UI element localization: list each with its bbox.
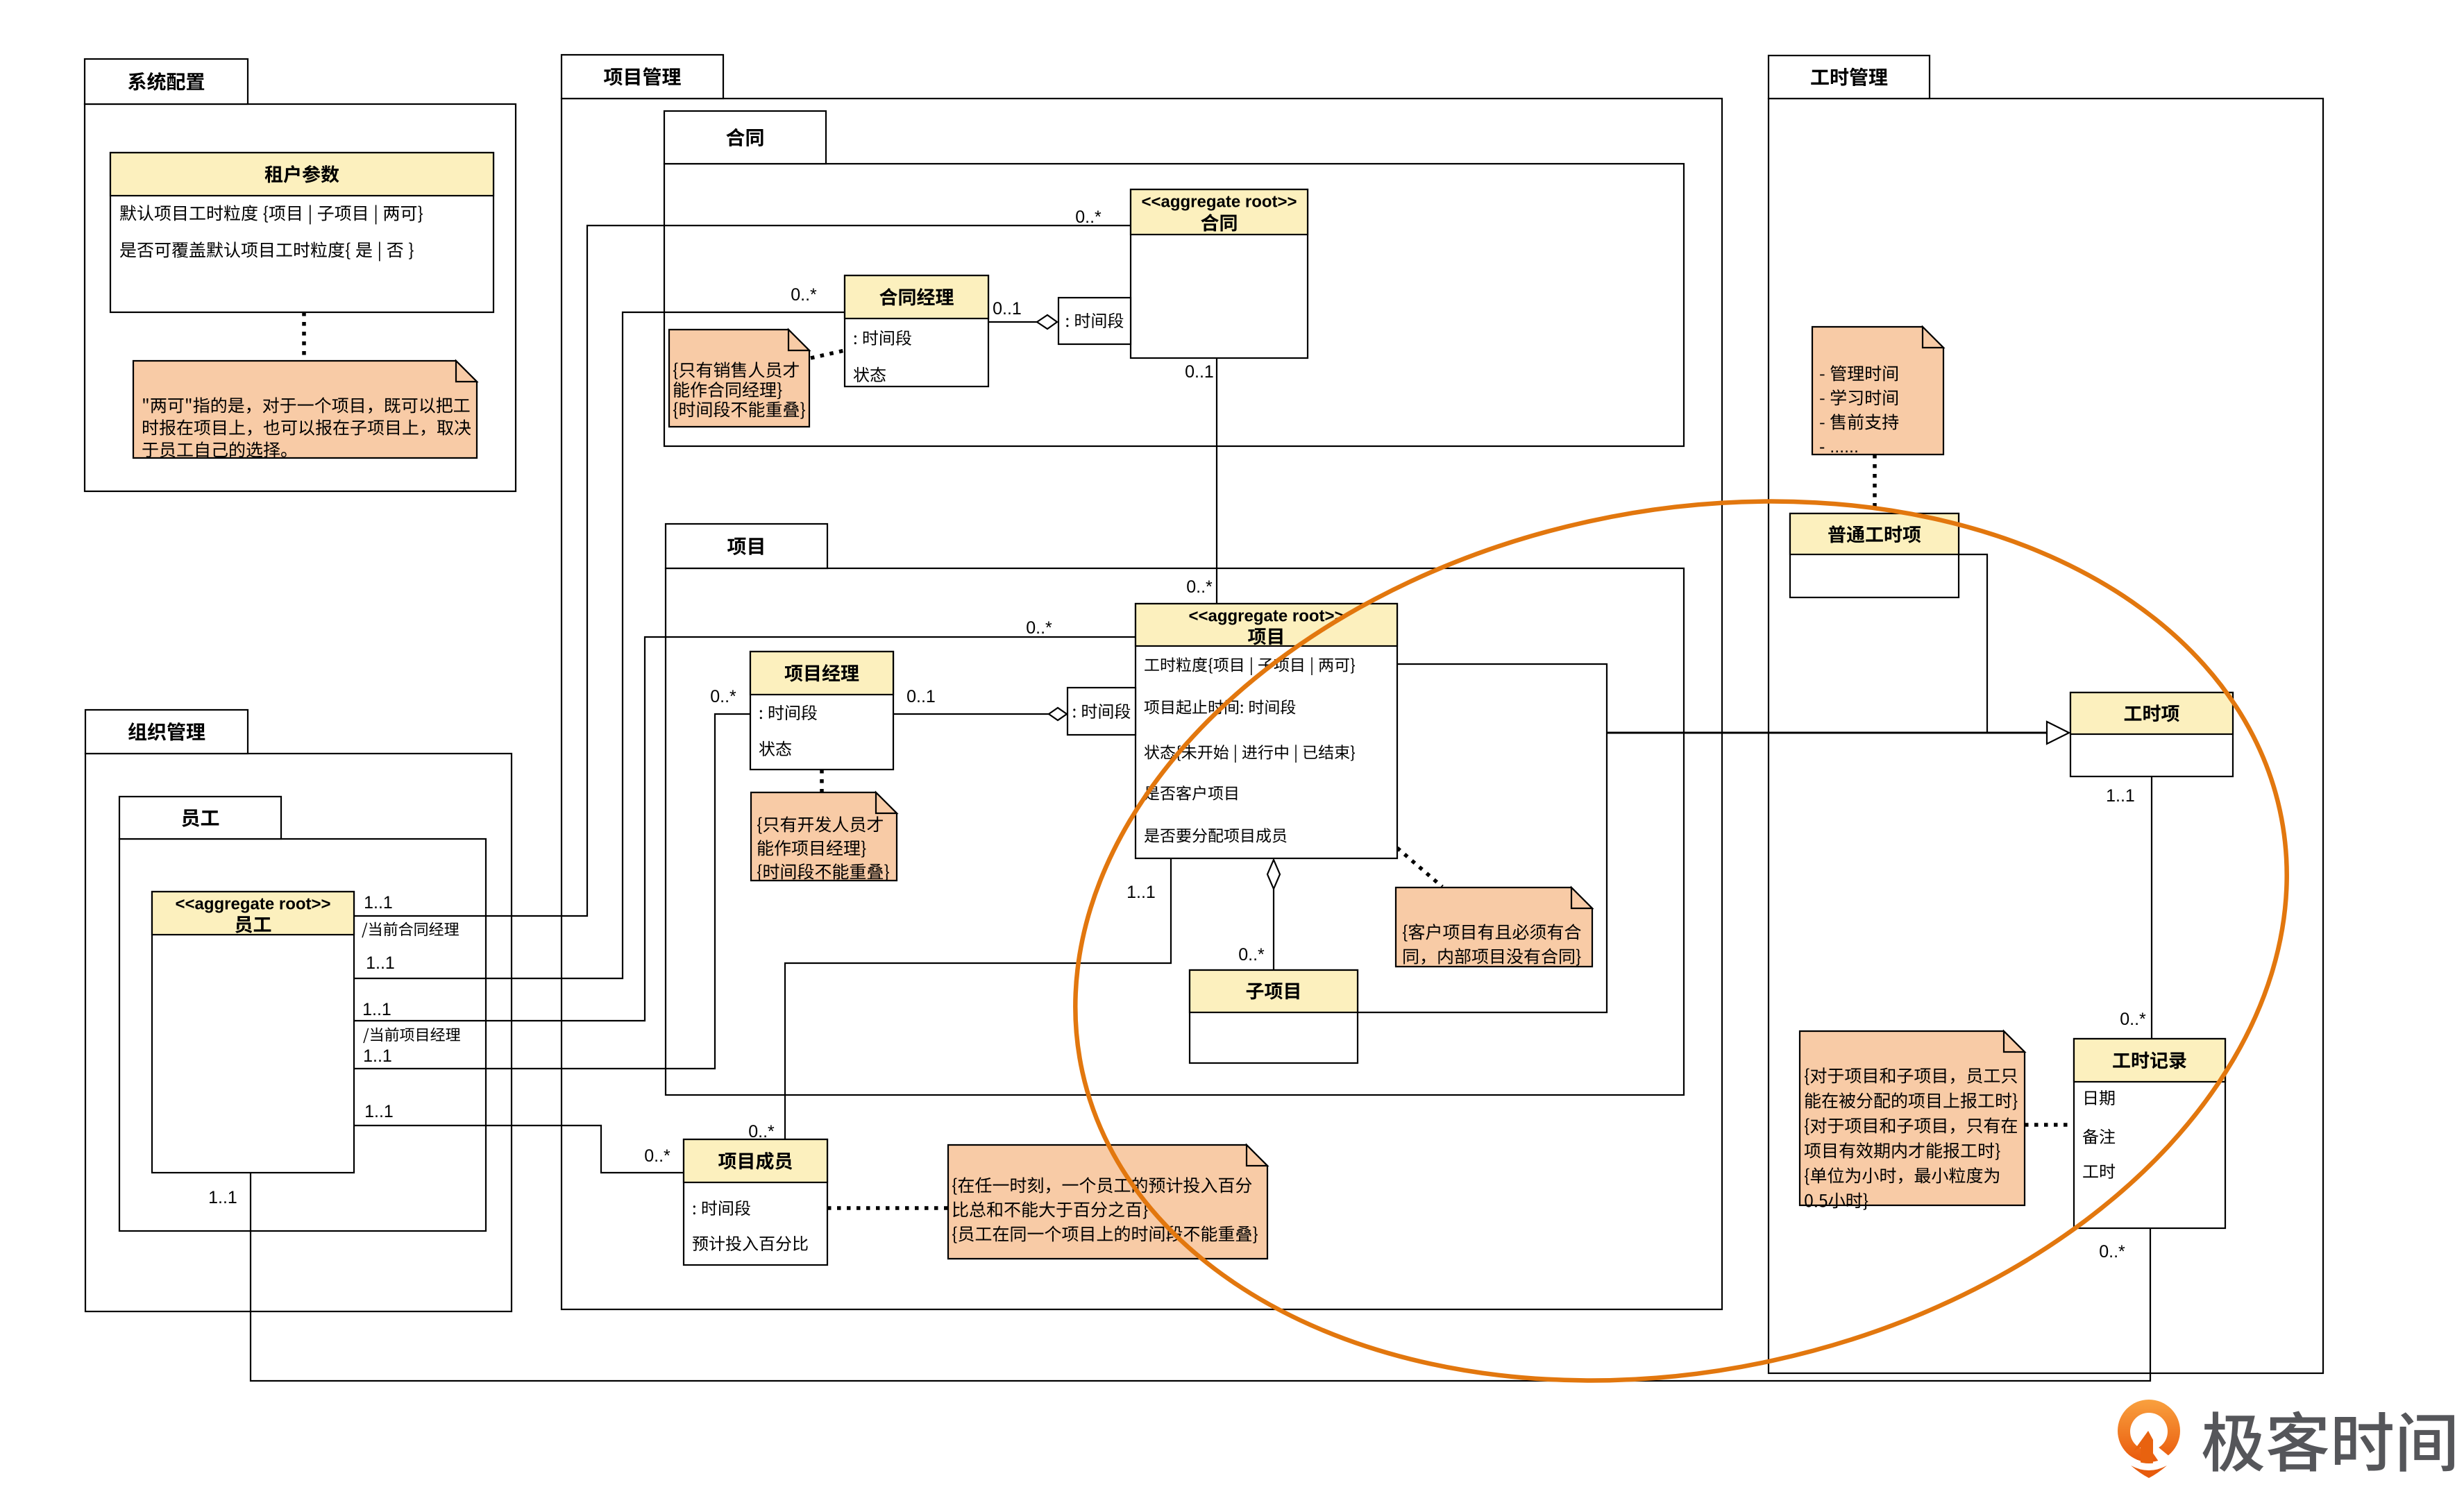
svg-text:1..1: 1..1	[364, 1102, 394, 1121]
svg-text:0..*: 0..*	[1026, 618, 1052, 638]
svg-text:1..1: 1..1	[363, 1046, 392, 1066]
svg-text:1..1: 1..1	[364, 893, 393, 912]
svg-text:1..1: 1..1	[208, 1188, 237, 1207]
svg-text:1..1: 1..1	[2106, 786, 2135, 806]
svg-text:0..*: 0..*	[748, 1122, 775, 1141]
svg-text:<<aggregate root>>: <<aggregate root>>	[1141, 193, 1297, 212]
svg-text:<<aggregate root>>: <<aggregate root>>	[175, 895, 330, 914]
svg-text:0..1: 0..1	[906, 687, 936, 706]
svg-text:<<aggregate root>>: <<aggregate root>>	[1188, 607, 1344, 626]
svg-text:0..*: 0..*	[644, 1146, 670, 1166]
svg-text:0..1: 0..1	[993, 299, 1022, 318]
svg-text:0..*: 0..*	[2099, 1242, 2125, 1262]
svg-text:1..1: 1..1	[1126, 883, 1156, 902]
svg-text:0..*: 0..*	[1238, 945, 1265, 965]
svg-text:0..*: 0..*	[1186, 577, 1213, 597]
svg-text:0..1: 0..1	[1185, 362, 1214, 382]
svg-text:0..*: 0..*	[1075, 207, 1102, 227]
svg-text:0..*: 0..*	[791, 285, 817, 305]
svg-text:1..1: 1..1	[362, 1000, 391, 1019]
svg-text:1..1: 1..1	[366, 953, 395, 973]
svg-text:0..*: 0..*	[710, 687, 736, 706]
svg-text:- ......: - ......	[1819, 437, 1859, 457]
svg-text:0..*: 0..*	[2120, 1010, 2146, 1029]
